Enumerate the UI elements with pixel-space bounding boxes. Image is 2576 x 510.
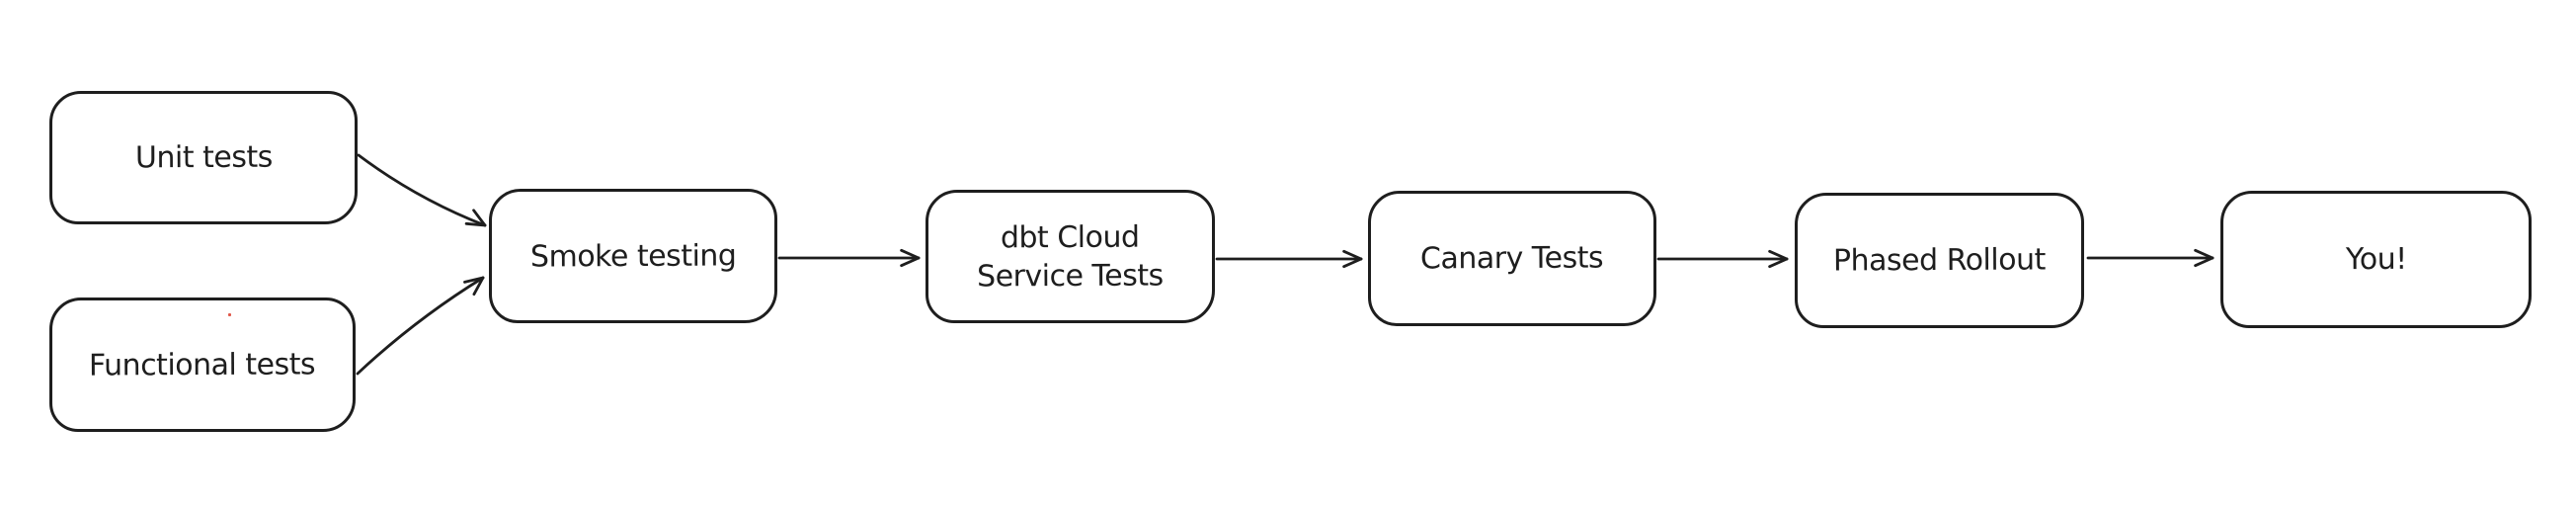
node-unit-tests: Unit tests — [49, 91, 358, 224]
edge-canary-tests-to-phased-rollout — [1656, 249, 1789, 269]
node-canary-tests: Canary Tests — [1368, 191, 1656, 326]
node-label-unit-tests: Unit tests — [134, 139, 273, 176]
stray-red-dot — [228, 313, 231, 316]
edge-dbt-cloud-service-tests-to-canary-tests — [1215, 249, 1363, 269]
node-label-canary-tests: Canary Tests — [1420, 240, 1604, 277]
node-label-dbt-cloud-service-tests: dbt Cloud Service Tests — [977, 219, 1165, 294]
edge-smoke-testing-to-dbt-cloud-service-tests — [777, 248, 921, 268]
edge-functional-tests-to-smoke-testing — [356, 276, 485, 376]
node-label-functional-tests: Functional tests — [89, 346, 316, 383]
node-phased-rollout: Phased Rollout — [1795, 193, 2084, 328]
edge-phased-rollout-to-you — [2086, 248, 2214, 268]
node-you: You! — [2220, 191, 2532, 328]
node-smoke-testing: Smoke testing — [489, 189, 777, 323]
edge-unit-tests-to-smoke-testing — [357, 153, 487, 227]
node-label-phased-rollout: Phased Rollout — [1833, 242, 2046, 279]
node-functional-tests: Functional tests — [49, 298, 356, 432]
node-label-you: You! — [2345, 241, 2407, 278]
node-dbt-cloud-service-tests: dbt Cloud Service Tests — [926, 190, 1215, 323]
node-label-smoke-testing: Smoke testing — [529, 237, 737, 275]
